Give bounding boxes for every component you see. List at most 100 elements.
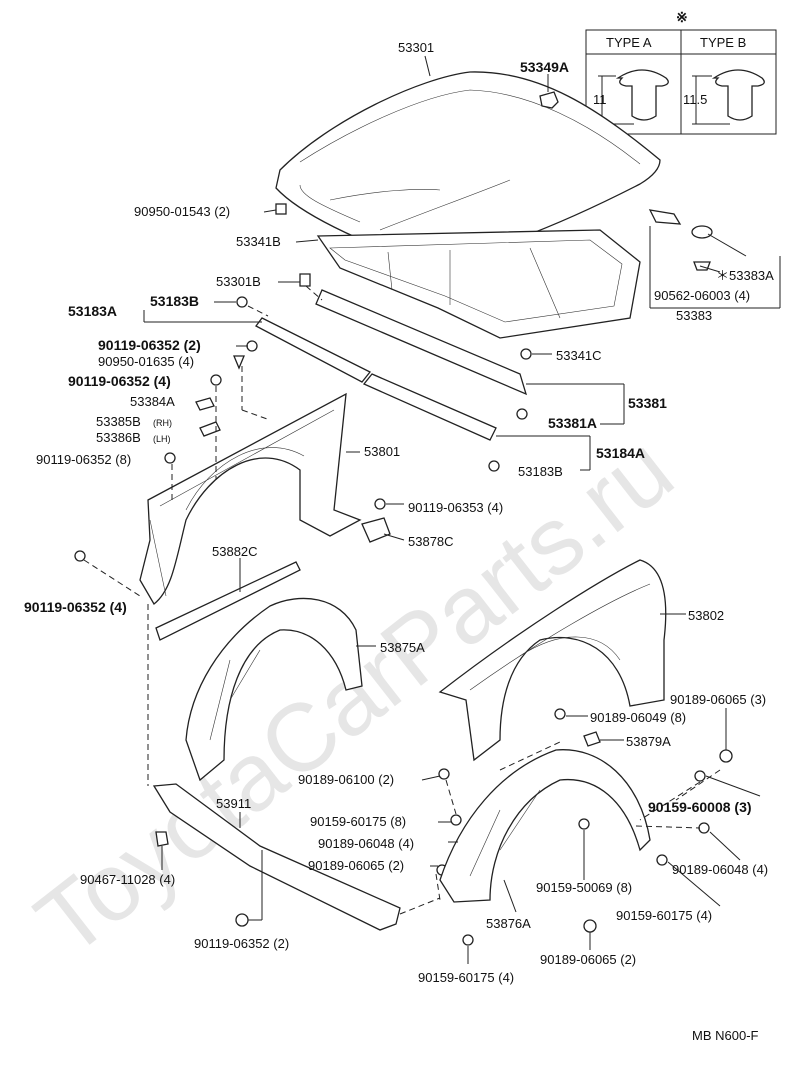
clip-53183B-low xyxy=(488,460,500,472)
strip-53882C xyxy=(155,561,301,641)
type-b-dim: 11.5 xyxy=(683,92,707,107)
label-90189-06100: 90189-06100 (2) xyxy=(298,772,394,787)
screw-90159-60175-8 xyxy=(450,814,462,826)
type-a-label: TYPE A xyxy=(606,35,652,50)
label-90119-06353: 90119-06353 (4) xyxy=(408,500,503,515)
clip-90189-06048-b xyxy=(698,822,710,834)
leader-lines xyxy=(143,55,781,964)
screw-90159-60008 xyxy=(694,770,706,782)
fender-right xyxy=(438,559,667,762)
bolt-90119-06352-4b xyxy=(74,550,86,562)
label-53183A: 53183A xyxy=(68,303,117,319)
seal-53184A xyxy=(362,373,497,441)
hood-seal xyxy=(648,209,682,225)
label-53879A: 53879A xyxy=(626,734,671,749)
label-53349A: 53349A xyxy=(520,59,569,75)
label-53386B-side: (LH) xyxy=(153,434,171,444)
bolt-90119-06352-8 xyxy=(164,452,176,464)
seal-53183A xyxy=(255,317,372,383)
clip-90950-01635 xyxy=(233,355,245,370)
clip-90189-06065-2b xyxy=(583,919,597,933)
label-53381: 53381 xyxy=(628,395,667,411)
bracket-53878C xyxy=(361,517,391,543)
label-53876A: 53876A xyxy=(486,916,531,931)
clip-53381A xyxy=(516,408,528,420)
label-53911: 53911 xyxy=(216,796,251,811)
clip-90189-06100 xyxy=(438,768,450,780)
label-90119-06352-2: 90119-06352 (2) xyxy=(98,337,201,353)
bolt-90119-06353 xyxy=(374,498,386,510)
label-53184A: 53184A xyxy=(596,445,645,461)
skirt-53911 xyxy=(152,783,401,931)
label-90189-06048-4a: 90189-06048 (4) xyxy=(318,836,414,851)
clip-90950-01543 xyxy=(275,203,287,215)
bracket-53879A xyxy=(583,731,601,747)
clip-53183B-top xyxy=(236,296,248,308)
label-53383A: ＊53383A xyxy=(716,268,774,283)
label-53385B-side: (RH) xyxy=(153,418,172,428)
label-90119-06352-4b: 90119-06352 (4) xyxy=(24,599,127,615)
hood-inner-frame xyxy=(316,229,641,339)
label-53875A: 53875A xyxy=(380,640,425,655)
clip-type-a xyxy=(615,69,669,121)
label-90119-06352-8: 90119-06352 (8) xyxy=(36,452,131,467)
label-53801: 53801 xyxy=(364,444,400,459)
label-90119-06352-2b: 90119-06352 (2) xyxy=(194,936,289,951)
label-53802: 53802 xyxy=(688,608,724,623)
label-53183B-low: 53183B xyxy=(518,464,563,479)
seal-53381 xyxy=(315,289,528,396)
label-90189-06065-3: 90189-06065 (3) xyxy=(670,692,766,707)
footer-code: MB N600-F xyxy=(692,1028,759,1043)
bolt-90119-06352-4 xyxy=(210,374,222,386)
label-90467-11028: 90467-11028 (4) xyxy=(80,872,175,887)
type-inset: ※ TYPE A TYPE B 11 11.5 xyxy=(585,9,777,135)
label-90950-01635: 90950-01635 (4) xyxy=(98,354,194,369)
screw-90159-60175-4b xyxy=(462,934,474,946)
screw-90159-50069 xyxy=(578,818,590,830)
label-53341B: 53341B xyxy=(236,234,281,249)
liner-53876A xyxy=(439,749,651,903)
clip-type-b xyxy=(711,69,765,121)
label-53878C: 53878C xyxy=(408,534,454,549)
bolt-90119-06352-2b xyxy=(235,913,249,927)
clip-90189-06049 xyxy=(554,708,566,720)
label-53341C: 53341C xyxy=(556,348,602,363)
label-90950-01543: 90950-01543 (2) xyxy=(134,204,230,219)
label-90159-60175-4b: 90159-60175 (4) xyxy=(418,970,514,985)
label-90189-06049: 90189-06049 (8) xyxy=(590,710,686,725)
label-90119-06352-4: 90119-06352 (4) xyxy=(68,373,171,389)
bolt-90119-06352-2 xyxy=(246,340,258,352)
fender-left xyxy=(139,392,362,605)
inset-mark: ※ xyxy=(676,9,688,25)
label-90159-50069: 90159-50069 (8) xyxy=(536,880,632,895)
label-90159-60175-8: 90159-60175 (8) xyxy=(310,814,406,829)
clip-90189-06065-3 xyxy=(719,749,733,763)
bracket-53385B xyxy=(199,421,221,437)
label-90189-06065-2a: 90189-06065 (2) xyxy=(308,858,404,873)
clip-53349A xyxy=(539,91,559,109)
label-90189-06065-2b: 90189-06065 (2) xyxy=(540,952,636,967)
label-53381A: 53381A xyxy=(548,415,597,431)
clip-53341C xyxy=(520,348,532,360)
screw-90159-60175-4a xyxy=(656,854,668,866)
label-53183B-top: 53183B xyxy=(150,293,199,309)
label-53882C: 53882C xyxy=(212,544,258,559)
label-90562-06003: 90562-06003 (4) xyxy=(654,288,750,303)
label-53386B: 53386B xyxy=(96,430,141,445)
label-53383: 53383 xyxy=(676,308,712,323)
type-a-dim: 11 xyxy=(593,92,607,107)
label-90159-60175-4a: 90159-60175 (4) xyxy=(616,908,712,923)
clip-90467-11028 xyxy=(155,831,169,847)
dashed-lines xyxy=(83,285,721,915)
bumper-53301B xyxy=(299,273,311,287)
clip-53383A xyxy=(691,225,713,239)
label-53384A: 53384A xyxy=(130,394,175,409)
type-b-label: TYPE B xyxy=(700,35,746,50)
part-labels: 53301 53349A 90950-01543 (2) 53341B 5330… xyxy=(24,40,774,1043)
label-53301B: 53301B xyxy=(216,274,261,289)
bracket-53384A xyxy=(195,397,215,411)
label-53301: 53301 xyxy=(398,40,434,55)
label-90189-06048-4b: 90189-06048 (4) xyxy=(672,862,768,877)
label-53385B: 53385B xyxy=(96,414,141,429)
